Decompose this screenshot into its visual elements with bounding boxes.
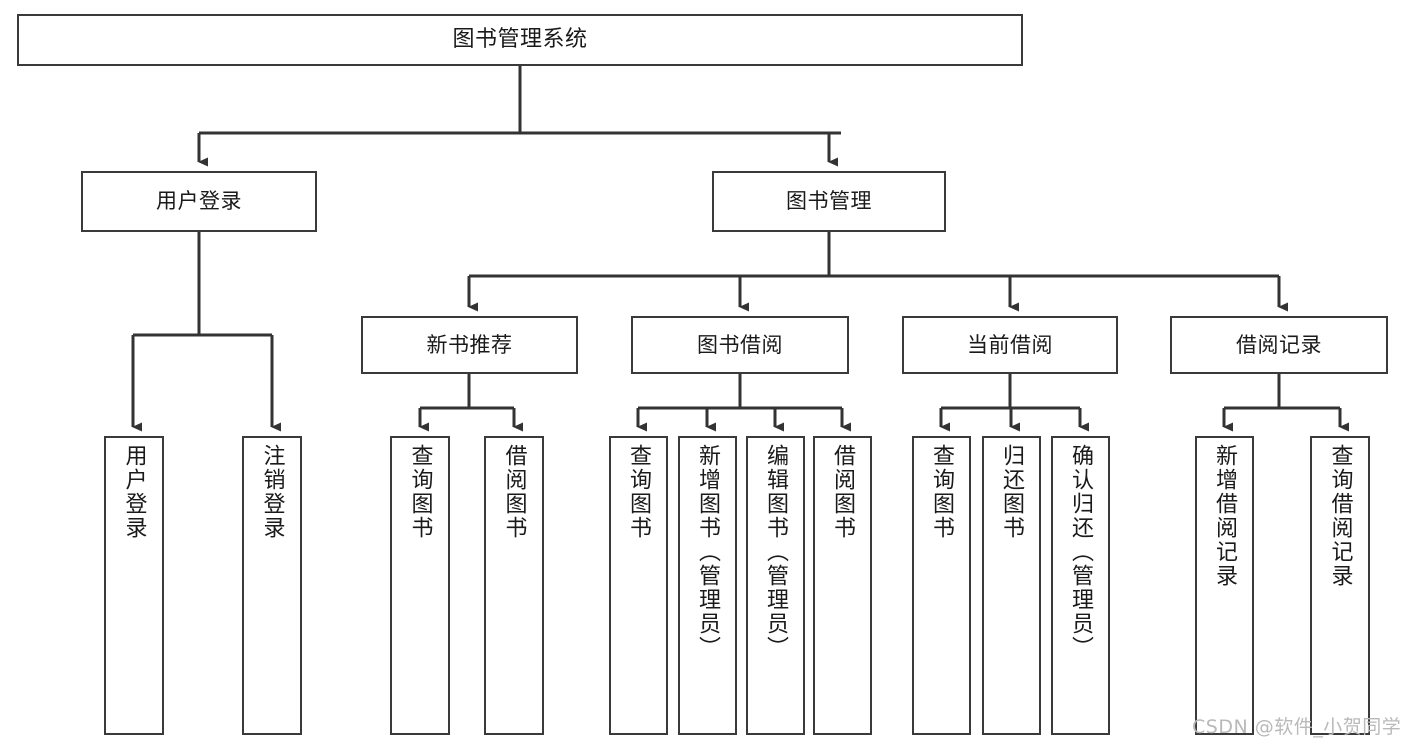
node-leaf-user-logout-label: 注销登录 — [259, 444, 285, 540]
node-leaf-borrow-book-1[interactable]: 借阅图书 — [484, 436, 544, 735]
node-leaf-confirm-return-label: 确认归还（管理员） — [1068, 444, 1094, 660]
node-user-login[interactable]: 用户登录 — [81, 171, 317, 232]
node-current-borrow-label: 当前借阅 — [967, 332, 1053, 357]
node-current-borrow[interactable]: 当前借阅 — [902, 316, 1118, 374]
node-leaf-borrow-book-1-label: 借阅图书 — [501, 444, 527, 540]
node-user-login-label: 用户登录 — [156, 189, 242, 214]
node-leaf-user-logout[interactable]: 注销登录 — [242, 436, 302, 735]
node-new-book-rec-label: 新书推荐 — [426, 332, 513, 357]
node-book-manage[interactable]: 图书管理 — [712, 171, 946, 232]
node-borrow-record[interactable]: 借阅记录 — [1170, 316, 1388, 374]
node-leaf-user-login-label: 用户登录 — [121, 444, 147, 540]
node-leaf-user-login[interactable]: 用户登录 — [104, 436, 164, 735]
node-leaf-edit-book-label: 编辑图书（管理员） — [763, 444, 789, 660]
node-leaf-query-book-2-label: 查询图书 — [626, 444, 652, 540]
node-leaf-query-book-3[interactable]: 查询图书 — [912, 436, 971, 735]
node-leaf-add-record-label: 新增借阅记录 — [1212, 444, 1238, 588]
node-book-borrow-label: 图书借阅 — [697, 332, 783, 357]
node-leaf-add-book[interactable]: 新增图书（管理员） — [678, 436, 737, 735]
node-leaf-query-book-2[interactable]: 查询图书 — [609, 436, 668, 735]
node-leaf-add-book-label: 新增图书（管理员） — [695, 444, 721, 660]
node-root-label: 图书管理系统 — [452, 27, 588, 53]
node-leaf-confirm-return[interactable]: 确认归还（管理员） — [1051, 436, 1110, 735]
node-root[interactable]: 图书管理系统 — [17, 14, 1023, 66]
node-leaf-edit-book[interactable]: 编辑图书（管理员） — [746, 436, 805, 735]
node-leaf-add-record[interactable]: 新增借阅记录 — [1195, 436, 1254, 735]
node-book-manage-label: 图书管理 — [786, 189, 872, 214]
node-leaf-query-book-1-label: 查询图书 — [407, 444, 433, 540]
node-leaf-query-record[interactable]: 查询借阅记录 — [1310, 436, 1370, 735]
node-leaf-query-record-label: 查询借阅记录 — [1327, 444, 1353, 588]
node-book-borrow[interactable]: 图书借阅 — [631, 316, 849, 374]
node-new-book-rec[interactable]: 新书推荐 — [361, 316, 578, 374]
node-leaf-borrow-book-2[interactable]: 借阅图书 — [813, 436, 872, 735]
node-leaf-query-book-1[interactable]: 查询图书 — [390, 436, 450, 735]
node-borrow-record-label: 借阅记录 — [1236, 332, 1322, 357]
node-leaf-borrow-book-2-label: 借阅图书 — [830, 444, 856, 540]
node-leaf-query-book-3-label: 查询图书 — [929, 444, 955, 540]
node-leaf-return-book-label: 归还图书 — [999, 444, 1025, 540]
node-leaf-return-book[interactable]: 归还图书 — [982, 436, 1041, 735]
csdn-watermark: CSDN @软件_小贺同学 — [1192, 716, 1402, 738]
